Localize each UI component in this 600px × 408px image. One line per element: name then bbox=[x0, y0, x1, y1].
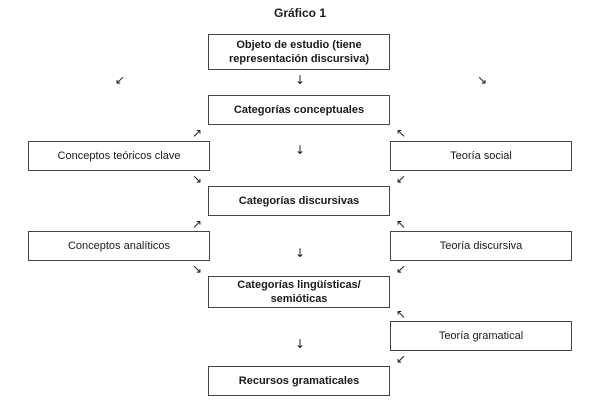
box-label: Teoría discursiva bbox=[439, 240, 523, 252]
arrow-up-left-icon: ↖ bbox=[396, 126, 407, 140]
arrow-down-left-icon: ↙ bbox=[396, 352, 407, 366]
arrow-up-left-icon: ↖ bbox=[396, 307, 407, 321]
arrow-down-right-icon: ↘ bbox=[477, 73, 488, 87]
box-label: Categorías discursivas bbox=[238, 195, 360, 207]
diagram-title: Gráfico 1 bbox=[273, 6, 327, 20]
arrow-down-right-icon: ↘ bbox=[192, 172, 203, 186]
box-label: Conceptos teóricos clave bbox=[57, 150, 181, 162]
box-teoria-discursiva: Teoría discursiva bbox=[390, 231, 572, 261]
box-label: Conceptos analíticos bbox=[67, 240, 171, 252]
box-label: Categorías conceptuales bbox=[233, 104, 365, 116]
box-conceptos-teoricos-clave: Conceptos teóricos clave bbox=[28, 141, 210, 171]
box-label: Teoría gramatical bbox=[438, 330, 524, 342]
arrow-down-icon: ↓ bbox=[295, 143, 306, 157]
arrow-up-right-icon: ↗ bbox=[192, 217, 203, 231]
arrow-down-icon: ↓ bbox=[295, 73, 306, 87]
box-categorias-conceptuales: Categorías conceptuales bbox=[208, 95, 390, 125]
box-teoria-social: Teoría social bbox=[390, 141, 572, 171]
box-label: Categorías lingüísticas/ semióticas bbox=[237, 279, 361, 305]
box-conceptos-analiticos: Conceptos analíticos bbox=[28, 231, 210, 261]
box-label: Objeto de estudio (tiene representación … bbox=[228, 39, 369, 65]
box-teoria-gramatical: Teoría gramatical bbox=[390, 321, 572, 351]
arrow-down-left-icon: ↙ bbox=[115, 73, 126, 87]
arrow-down-left-icon: ↙ bbox=[396, 172, 407, 186]
arrow-up-right-icon: ↗ bbox=[192, 126, 203, 140]
arrow-down-icon: ↓ bbox=[295, 246, 306, 260]
box-label: Teoría social bbox=[450, 150, 512, 162]
box-label: Recursos gramaticales bbox=[238, 375, 360, 387]
arrow-down-left-icon: ↙ bbox=[396, 262, 407, 276]
arrow-up-left-icon: ↖ bbox=[396, 217, 407, 231]
arrow-down-icon: ↓ bbox=[295, 337, 306, 351]
box-categorias-discursivas: Categorías discursivas bbox=[208, 186, 390, 216]
arrow-down-right-icon: ↘ bbox=[192, 262, 203, 276]
box-objeto-de-estudio: Objeto de estudio (tiene representación … bbox=[208, 34, 390, 70]
box-recursos-gramaticales: Recursos gramaticales bbox=[208, 366, 390, 396]
box-categorias-linguisticas: Categorías lingüísticas/ semióticas bbox=[208, 276, 390, 308]
